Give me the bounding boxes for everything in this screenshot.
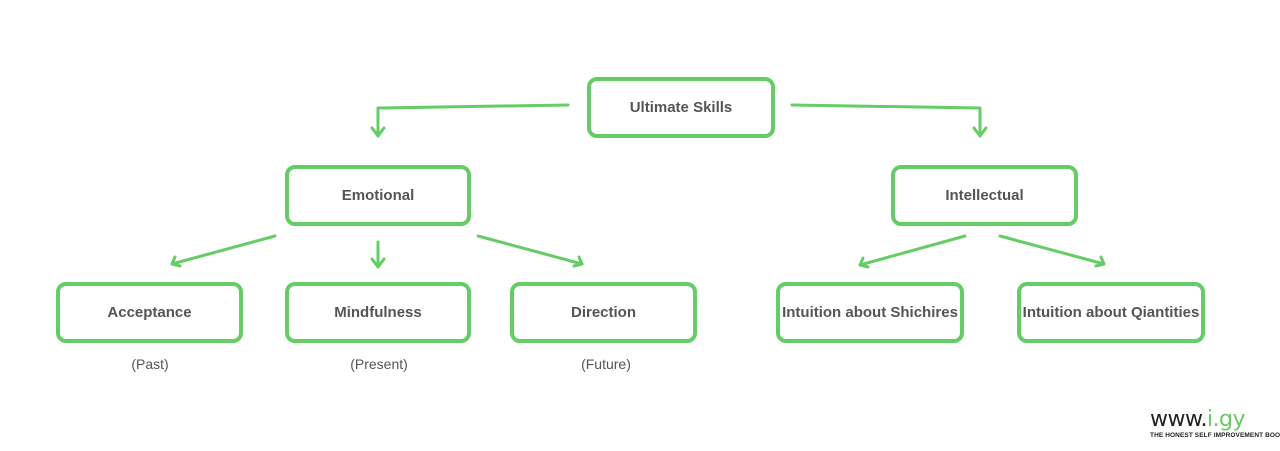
arrow-intellectual-shichires: [858, 234, 967, 267]
node-label: Intuition about Qiantities: [1022, 304, 1200, 321]
node-mindfulness: Mindfulness: [285, 282, 471, 343]
node-direction: Direction: [510, 282, 697, 343]
node-acceptance: Acceptance: [56, 282, 243, 343]
site-logo: www.i.gy THE HONEST SELF IMPROVEMENT BOO…: [1150, 408, 1280, 440]
arrow-root-intellectual: [790, 103, 982, 137]
node-label: Emotional: [341, 187, 415, 204]
arrow-emotional-direction: [476, 234, 584, 266]
caption-present: (Present): [350, 356, 408, 372]
arrowhead-root-intellectual: [972, 126, 988, 138]
node-label: Acceptance: [107, 304, 192, 321]
arrow-root-emotional: [376, 103, 570, 137]
arrowhead-intellectual-shichires: [858, 256, 870, 269]
node-intuition-qiantities: Intuition about Qiantities: [1017, 282, 1205, 343]
arrowhead-emotional-direction: [572, 255, 584, 268]
node-label: Intuition about Shichires: [782, 304, 958, 321]
node-intuition-shichires: Intuition about Shichires: [776, 282, 964, 343]
node-label: Mindfulness: [334, 304, 422, 321]
logo-tagline: THE HONEST SELF IMPROVEMENT BOOK: [1150, 432, 1280, 439]
caption-past: (Past): [131, 356, 169, 372]
node-intellectual: Intellectual: [891, 165, 1078, 226]
caption-future: (Future): [581, 356, 631, 372]
arrowhead-emotional-mindfulness: [370, 257, 386, 269]
node-label: Intellectual: [945, 187, 1024, 204]
node-label: Ultimate Skills: [629, 99, 733, 116]
node-ultimate-skills: Ultimate Skills: [587, 77, 775, 138]
arrowhead-root-emotional: [370, 126, 386, 138]
arrow-intellectual-qiantities: [998, 234, 1106, 266]
logo-accent: i.gy: [1206, 407, 1246, 432]
arrowhead-emotional-acceptance: [170, 255, 182, 268]
node-emotional: Emotional: [285, 165, 471, 226]
arrow-emotional-acceptance: [170, 234, 277, 266]
arrowhead-intellectual-qiantities: [1094, 255, 1106, 268]
logo-prefix: www.: [1150, 407, 1207, 432]
node-label: Direction: [570, 304, 636, 321]
logo-wordmark: www.i.gy: [1150, 408, 1276, 432]
